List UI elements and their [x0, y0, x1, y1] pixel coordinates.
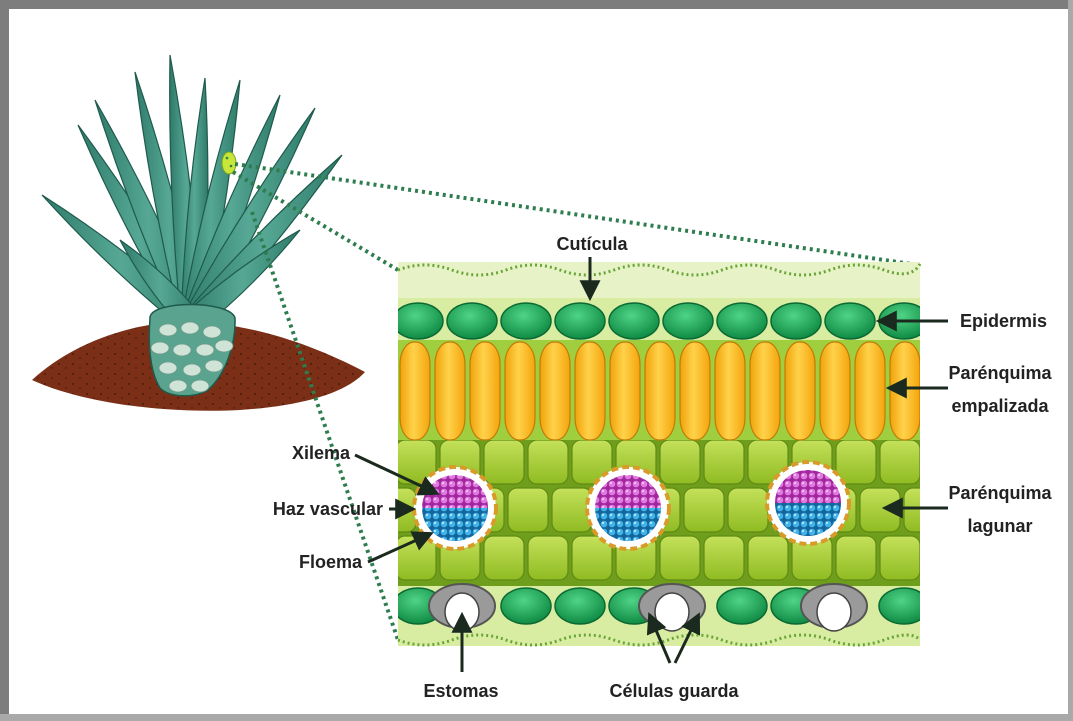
base-scale [183, 364, 201, 376]
base-scale [173, 344, 191, 356]
label-floema: Floema [299, 552, 363, 572]
palisade-cell [715, 342, 745, 440]
spongy-cell [860, 488, 900, 532]
label-haz-vascular: Haz vascular [273, 499, 383, 519]
spongy-cell [484, 536, 524, 580]
vascular-bundle [767, 462, 849, 544]
spongy-cell [508, 488, 548, 532]
spongy-cell [684, 488, 724, 532]
palisade-cell [785, 342, 815, 440]
spongy-cell [704, 440, 744, 484]
palisade-cell [575, 342, 605, 440]
base-scale [205, 360, 223, 372]
spongy-cell [528, 536, 568, 580]
epidermis-cell [555, 303, 605, 339]
spongy-cell [880, 536, 920, 580]
spongy-cell [924, 536, 964, 580]
spongy-cell [660, 440, 700, 484]
epidermis-cell [717, 588, 767, 624]
spongy-cell [836, 536, 876, 580]
spongy-cell [904, 488, 944, 532]
label-epidermis: Epidermis [960, 311, 1047, 331]
palisade-cell [470, 342, 500, 440]
label-cuticula: Cutícula [556, 234, 628, 254]
palisade-cell [855, 342, 885, 440]
spongy-cell [660, 536, 700, 580]
base-scale [159, 362, 177, 374]
spongy-cell [528, 440, 568, 484]
epidermis-cell [501, 588, 551, 624]
epidermis-cell [771, 303, 821, 339]
vascular-bundle [587, 467, 669, 549]
spongy-cell [748, 536, 788, 580]
epidermis-cell [447, 303, 497, 339]
epidermis-cell [609, 303, 659, 339]
palisade-cell [610, 342, 640, 440]
epidermis-cell [825, 303, 875, 339]
palisade-cell [645, 342, 675, 440]
spongy-cell [836, 440, 876, 484]
palisade-cell [540, 342, 570, 440]
stoma-pore [655, 593, 689, 631]
epidermis-cell [879, 588, 929, 624]
palisade-cell [890, 342, 920, 440]
palisade-cell [925, 342, 955, 440]
base-scale [196, 344, 214, 356]
label-parenquima-lagunar-2: lagunar [967, 516, 1032, 536]
palisade-cell [435, 342, 465, 440]
palisade-cell [750, 342, 780, 440]
label-xilema: Xilema [292, 443, 351, 463]
base-scale [203, 326, 221, 338]
palisade-cell [820, 342, 850, 440]
epidermis-cell [555, 588, 605, 624]
spongy-cell [572, 536, 612, 580]
base-scale [181, 322, 199, 334]
base-scale [169, 380, 187, 392]
epidermis-cell [663, 303, 713, 339]
label-parenquima-lagunar-1: Parénquima [948, 483, 1052, 503]
base-scale [215, 340, 233, 352]
agave-plant-icon [32, 55, 365, 411]
label-celulas-guarda: Células guarda [609, 681, 739, 701]
label-parenquima-empalizada-2: empalizada [951, 396, 1049, 416]
stoma-pore [817, 593, 851, 631]
label-estomas: Estomas [423, 681, 498, 701]
label-parenquima-empalizada-1: Parénquima [948, 363, 1052, 383]
spongy-cell [704, 536, 744, 580]
epidermis-cell [717, 303, 767, 339]
base-scale [191, 380, 209, 392]
base-scale [151, 342, 169, 354]
palisade-cell [680, 342, 710, 440]
spongy-cell [484, 440, 524, 484]
epidermis-cell [393, 303, 443, 339]
spongy-cell [924, 440, 964, 484]
epidermis-cell [501, 303, 551, 339]
palisade-cell [400, 342, 430, 440]
leaf-tissue-section [376, 262, 964, 646]
palisade-cell [505, 342, 535, 440]
spongy-cell [728, 488, 768, 532]
base-scale [159, 324, 177, 336]
spongy-cell [880, 440, 920, 484]
